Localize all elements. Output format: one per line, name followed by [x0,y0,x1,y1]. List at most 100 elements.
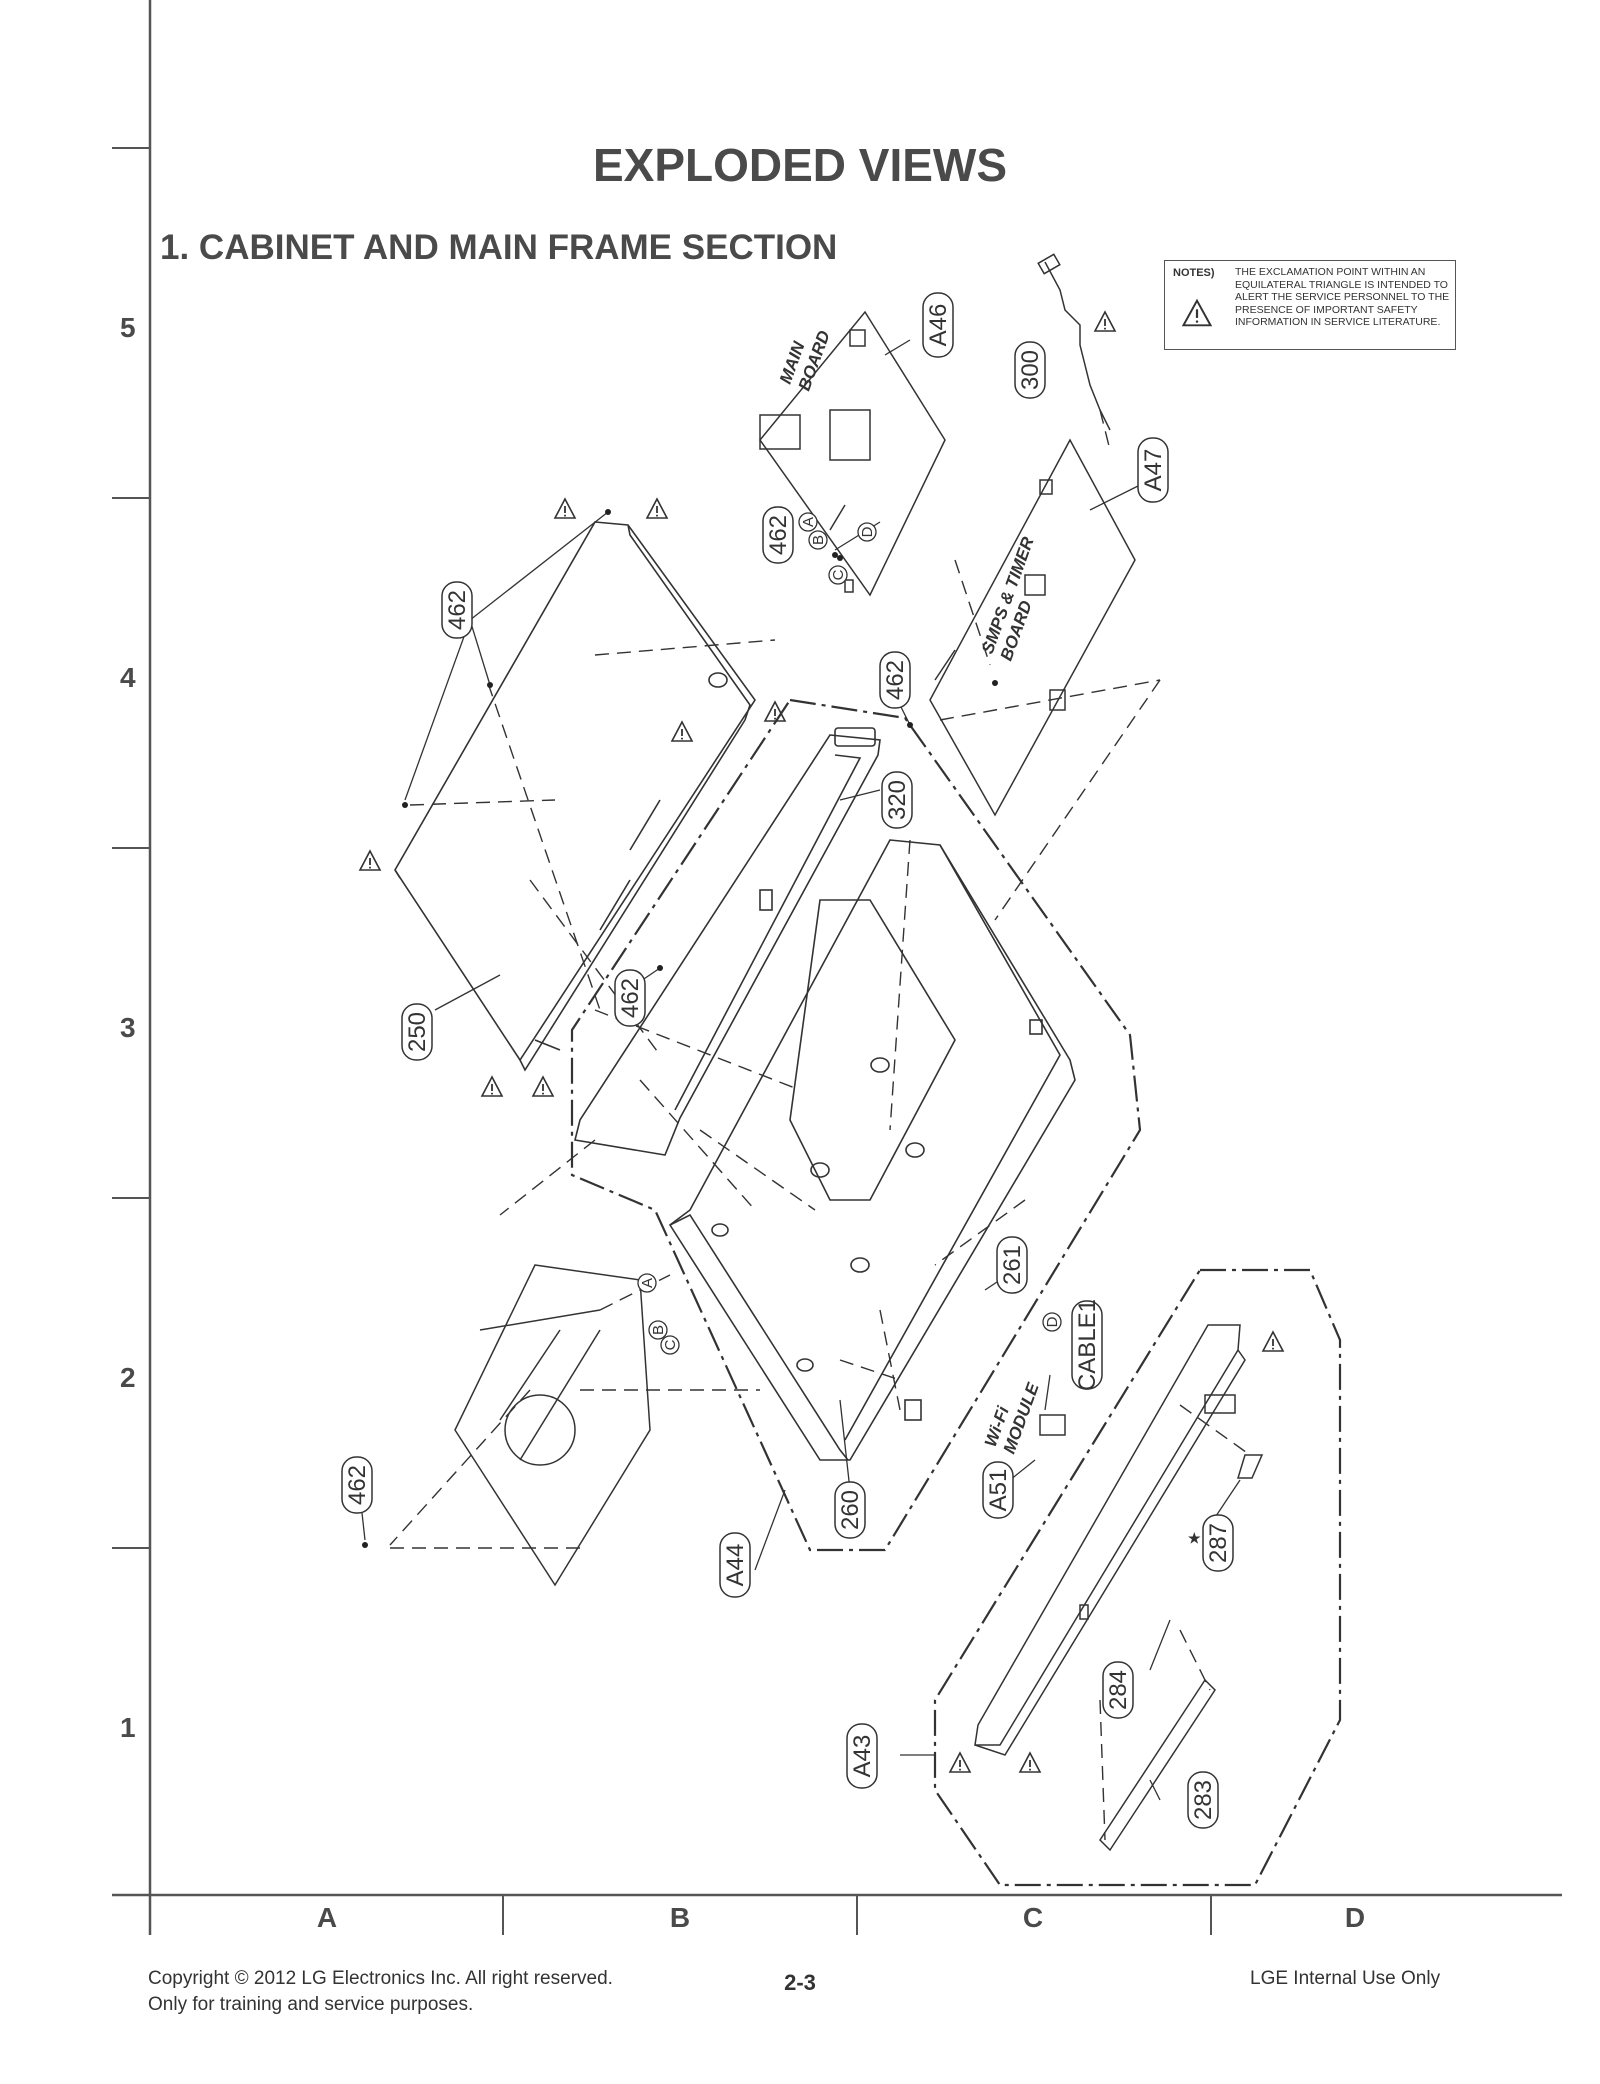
connector-markers: A B C D A B C D [637,512,1062,1355]
connector-wifi-d: D [1042,1312,1062,1332]
connector-main-a: A [798,512,818,532]
power-cord [1037,253,1111,431]
callout-261: 261 [996,1236,1028,1294]
connector-main-b: B [808,530,828,550]
callout-a51-text: A51 [985,1469,1012,1512]
group-outline-front-panel [933,1268,1342,1887]
warning-icon [554,498,576,519]
callout-462-main-text: 462 [765,515,792,555]
callout-a47-text: A47 [1140,449,1167,492]
warning-icon [1262,1331,1284,1352]
callout-300-text: 300 [1017,350,1044,390]
warning-icon [481,1076,503,1097]
callout-a43-text: A43 [849,1735,876,1778]
callout-284: 284 [1102,1661,1134,1719]
warning-icon [646,498,668,519]
warning-icon [1181,298,1213,327]
callout-284-text: 284 [1105,1670,1132,1710]
grid-column-label: B [669,1902,691,1933]
smps-board [929,438,1136,817]
front-panel [974,1324,1246,1756]
board-label-smps: SMPS & TIMER BOARD [978,534,1038,663]
callout-a44: A44 [719,1532,751,1598]
connector-front-b: B [648,1320,668,1340]
star-mark: ★ [1188,1530,1201,1546]
callout-287-text: 287 [1205,1523,1232,1563]
callout-462-top-cover: 462 [441,581,473,639]
callout-320-text: 320 [884,780,911,820]
grid-column-label: A [316,1902,338,1933]
connector-wifi-d-text: D [1044,1316,1061,1327]
warning-triangles [359,311,1284,1773]
connector-main-b-text: B [810,535,827,545]
callout-462-main: 462 [762,506,794,564]
section-title: 1. CABINET AND MAIN FRAME SECTION [160,228,838,267]
callout-cable1: CABLE1 [1071,1299,1103,1391]
callout-462-frame: 462 [614,969,646,1027]
callout-a47: A47 [1137,437,1169,503]
notes-text: THE EXCLAMATION POINT WITHIN AN EQUILATE… [1235,266,1450,328]
safety-notes-box: NOTES) THE EXCLAMATION POINT WITHIN AN E… [1164,260,1456,350]
callout-250: 250 [401,1003,433,1061]
wifi-module-part [1039,1414,1066,1436]
screw-points [362,509,998,1548]
connector-main-c-text: C [830,569,847,580]
connector-front-a-text: A [639,1278,656,1288]
warning-icon [1019,1752,1041,1773]
grid-row-label: 5 [120,312,136,343]
leader-lines [389,409,1251,1841]
connector-main-d: D [857,522,877,542]
grid-column-label: D [1344,1902,1366,1933]
connector-front-c: C [660,1335,680,1355]
callout-462-front-text: 462 [344,1465,371,1505]
group-outline-main-frame [570,698,1142,1552]
page-frame [112,0,1562,1935]
grid-row-label: 2 [120,1362,136,1393]
callout-a46: A46 [922,292,954,358]
callout-283: 283 [1187,1771,1219,1829]
callout-260: 260 [834,1481,866,1539]
internal-use-notice: LGE Internal Use Only [1250,1968,1441,1989]
row-ticks [112,147,150,1549]
column-ticks [502,1895,1212,1935]
callout-leaders [359,339,1241,1801]
warning-icon [949,1752,971,1773]
grid-row-label: 4 [120,662,136,693]
connector-front-c-text: C [662,1339,679,1350]
copyright-line-1: Copyright © 2012 LG Electronics Inc. All… [148,1968,613,1989]
grid-row-label: 3 [120,1012,136,1043]
connector-main-a-text: A [800,517,817,527]
board-label-main: MAIN BOARD [776,328,834,393]
main-board [759,310,946,597]
callout-261-text: 261 [999,1245,1026,1285]
callout-260-text: 260 [837,1490,864,1530]
grid-column-label: C [1022,1902,1044,1933]
callout-a44-text: A44 [722,1544,749,1587]
callout-a43: A43 [846,1723,878,1789]
connector-front-a: A [637,1273,657,1293]
connector-main-d-text: D [859,526,876,537]
callout-cable1-text: CABLE1 [1074,1299,1101,1391]
callout-a46-text: A46 [925,304,952,347]
callout-250-text: 250 [404,1012,431,1052]
callout-287: 287 [1202,1514,1234,1572]
copyright-line-2: Only for training and service purposes. [148,1994,474,2015]
page-title: EXPLODED VIEWS [592,139,1008,191]
top-cover [394,521,756,1072]
front-bracket [454,1264,651,1587]
warning-icon [1094,311,1116,332]
callout-462-frame-text: 462 [617,978,644,1018]
page-number: 2-3 [784,1970,816,1995]
warning-icon [532,1076,554,1097]
warning-icon [671,721,693,742]
callout-300: 300 [1014,341,1046,399]
connector-main-c: C [828,565,848,585]
main-frame [574,727,1076,1461]
callout-320: 320 [881,771,913,829]
wifi-module-label: Wi-Fi MODULE [981,1380,1043,1456]
callout-a51: A51 [982,1461,1014,1519]
callout-462-front: 462 [341,1456,373,1514]
bracket-287-part [1236,1454,1264,1479]
front-door [1099,1678,1216,1852]
